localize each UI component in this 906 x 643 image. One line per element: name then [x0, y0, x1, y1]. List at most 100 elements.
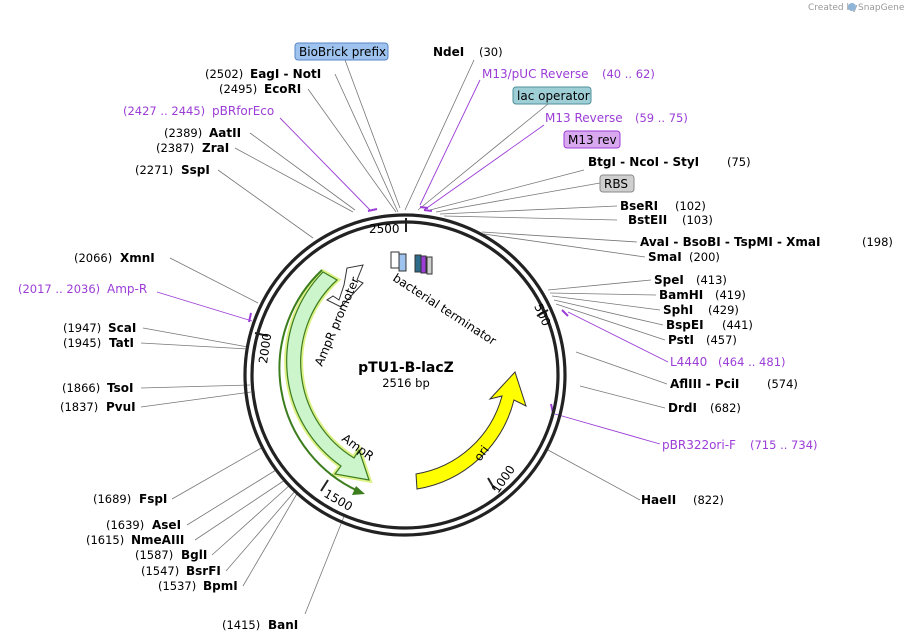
- lac-operator-label: lac operator: [517, 89, 590, 103]
- site-position: (1945): [63, 336, 101, 350]
- site-position: (30): [479, 45, 503, 59]
- site-name: PstI: [668, 333, 694, 347]
- primer-marks: [248, 206, 569, 414]
- snapgene-icon: [848, 3, 856, 11]
- site-position: (1947): [63, 321, 101, 335]
- lac-operator-box: [512, 86, 592, 105]
- site-position: (1837): [60, 400, 98, 414]
- site-name: SphI: [663, 303, 693, 317]
- primer-name: M13/pUC Reverse: [482, 67, 589, 81]
- primer-name: pBRforEco: [212, 104, 274, 118]
- site-name: ScaI: [108, 321, 136, 335]
- boxed-labels: BioBrick prefix lac operator M13 rev RBS: [294, 42, 635, 193]
- site-name: FspI: [139, 492, 167, 506]
- site-name: TatI: [109, 336, 134, 350]
- site-position: (1537): [158, 579, 196, 593]
- primer-name: M13 Reverse: [545, 111, 623, 125]
- site-position: (682): [710, 401, 741, 415]
- site-position: (441): [722, 318, 753, 332]
- primer-range: (2427 .. 2445): [123, 104, 205, 118]
- site-name: PvuI: [106, 400, 136, 414]
- site-position: (2271): [135, 163, 173, 177]
- site-name: BtgI - NcoI - StyI: [588, 155, 699, 169]
- snapgene-logo: Created by SnapGene: [808, 3, 905, 13]
- lac-operator-block: [414, 254, 422, 273]
- logo-brand: SnapGene: [858, 3, 905, 13]
- site-position: (1587): [135, 548, 173, 562]
- biobrick-prefix-box: [294, 42, 389, 61]
- site-name: NdeI: [433, 45, 464, 59]
- site-name: AflIII - PciI: [670, 377, 739, 391]
- site-name: SpeI: [654, 273, 684, 287]
- site-position: (429): [708, 303, 739, 317]
- m13-rev-box: [563, 130, 621, 149]
- site-position: (1615): [86, 533, 124, 547]
- site-position: (75): [727, 155, 751, 169]
- site-position: (419): [715, 288, 746, 302]
- site-position: (103): [682, 213, 713, 227]
- site-name: AatII: [209, 126, 241, 140]
- primer-range: (59 .. 75): [635, 111, 688, 125]
- primer-name: L4440: [670, 355, 707, 369]
- site-name: EagI - NotI: [250, 67, 321, 81]
- site-name: BamHI: [659, 288, 703, 302]
- site-position: (822): [693, 493, 724, 507]
- sites-left: (2502) EagI - NotI (2495) EcoRI (2389) A…: [60, 67, 321, 632]
- site-name: HaeII: [641, 493, 676, 507]
- site-position: (2495): [219, 82, 257, 96]
- ring-tick-label: 1500: [322, 486, 355, 513]
- primer-range: (40 .. 62): [602, 67, 655, 81]
- primer-name: Amp-R: [107, 282, 147, 296]
- site-position: (1547): [141, 564, 179, 578]
- logo-created-by: Created by: [808, 3, 858, 13]
- site-name: BseRI: [620, 199, 658, 213]
- site-name: EcoRI: [264, 82, 301, 96]
- m13-rev-block: [420, 255, 427, 274]
- site-position: (1415): [222, 618, 260, 632]
- site-name: DrdI: [668, 401, 697, 415]
- ring-tick-label: 2500: [369, 222, 400, 236]
- site-name: BpmI: [203, 579, 238, 593]
- primer-labels: M13/pUC Reverse (40 .. 62) M13 Reverse (…: [18, 67, 818, 452]
- site-position: (200): [689, 250, 720, 264]
- site-name: TsoI: [107, 381, 133, 395]
- ori-arrow: [415, 371, 527, 490]
- site-position: (102): [675, 199, 706, 213]
- backbone-outer-ring: [243, 213, 567, 537]
- site-name: BspEI: [666, 318, 704, 332]
- site-name: ZraI: [202, 141, 229, 155]
- site-name: NmeAIII: [131, 533, 184, 547]
- site-position: (1689): [93, 492, 131, 506]
- site-position: (1639): [106, 518, 144, 532]
- terminator-block: [390, 251, 400, 269]
- site-name: BstEII: [628, 213, 667, 227]
- sites-right: NdeI (30) BtgI - NcoI - StyI (75) BseRI …: [433, 45, 893, 507]
- site-name: SspI: [181, 163, 210, 177]
- site-position: (2066): [74, 251, 112, 265]
- plasmid-length: 2516 bp: [382, 376, 430, 390]
- site-name: AseI: [152, 518, 181, 532]
- ampr-arrow: [286, 271, 370, 481]
- rbs-block: [426, 256, 433, 275]
- site-name: BglI: [181, 548, 207, 562]
- rbs-box: [599, 174, 635, 193]
- site-position: (574): [767, 377, 798, 391]
- site-position: (2502): [205, 67, 243, 81]
- primer-leaders: [156, 79, 669, 445]
- primer-range: (464 .. 481): [718, 355, 786, 369]
- m13-rev-label: M13 rev: [568, 133, 617, 147]
- site-name: BsrFI: [186, 564, 221, 578]
- ring-tick-label: 2000: [256, 332, 274, 364]
- site-position: (457): [706, 333, 737, 347]
- plasmid-name: pTU1-B-lacZ: [358, 360, 454, 376]
- feature-label-bacterial-terminator: bacterial terminator: [390, 271, 498, 348]
- site-name: XmnI: [120, 251, 155, 265]
- primer-name: pBR322ori-F: [662, 438, 736, 452]
- site-position: (198): [862, 235, 893, 249]
- site-position: (2389): [164, 126, 202, 140]
- site-name: BanI: [268, 618, 298, 632]
- leader-lines: [140, 59, 668, 615]
- primer-range: (715 .. 734): [750, 438, 818, 452]
- biobrick-prefix-label: BioBrick prefix: [299, 45, 386, 59]
